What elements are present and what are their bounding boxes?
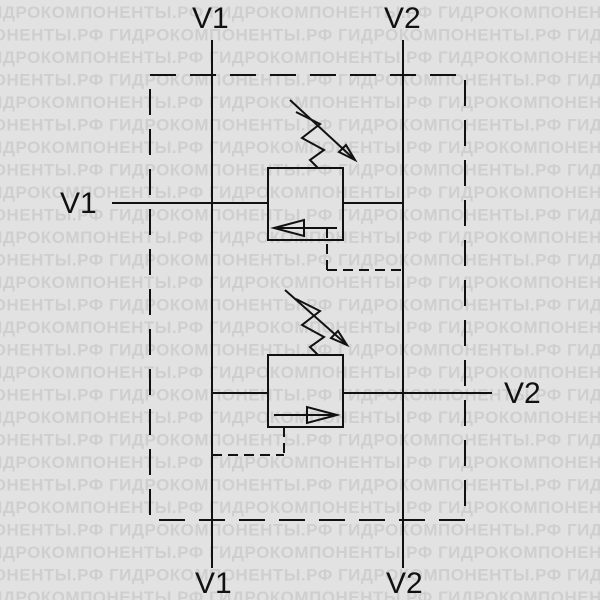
lower-relief-valve	[212, 289, 403, 456]
label-bottom-left: V1	[195, 567, 232, 600]
label-right: V2	[504, 377, 541, 410]
watermark-text: ГИДРОКОМПОНЕНТЫ.РФ ГИДРОКОМПОНЕНТЫ.РФ ГИ…	[0, 588, 600, 600]
watermark-text: ГИДРОКОМПОНЕНТЫ.РФ ГИДРОКОМПОНЕНТЫ.РФ ГИ…	[0, 566, 600, 585]
watermark-text: ГИДРОКОМПОНЕНТЫ.РФ ГИДРОКОМПОНЕНТЫ.РФ ГИ…	[0, 48, 600, 67]
dashed-enclosure	[149, 74, 466, 521]
watermark-text: ГИДРОКОМПОНЕНТЫ.РФ ГИДРОКОМПОНЕНТЫ.РФ ГИ…	[0, 521, 600, 540]
watermark-text: ГИДРОКОМПОНЕНТЫ.РФ ГИДРОКОМПОНЕНТЫ.РФ ГИ…	[0, 543, 600, 562]
label-top-right: V2	[384, 2, 421, 35]
upper-relief-valve	[212, 99, 403, 271]
watermark-text: ГИДРОКОМПОНЕНТЫ.РФ ГИДРОКОМПОНЕНТЫ.РФ ГИ…	[0, 273, 600, 292]
label-left: V1	[60, 187, 97, 220]
watermark-text: ГИДРОКОМПОНЕНТЫ.РФ ГИДРОКОМПОНЕНТЫ.РФ ГИ…	[0, 3, 600, 22]
watermark-text: ГИДРОКОМПОНЕНТЫ.РФ ГИДРОКОМПОНЕНТЫ.РФ ГИ…	[0, 26, 600, 45]
label-bottom-right: V2	[386, 567, 423, 600]
watermark-text: ГИДРОКОМПОНЕНТЫ.РФ ГИДРОКОМПОНЕНТЫ.РФ ГИ…	[0, 431, 600, 450]
label-top-left: V1	[192, 2, 229, 35]
